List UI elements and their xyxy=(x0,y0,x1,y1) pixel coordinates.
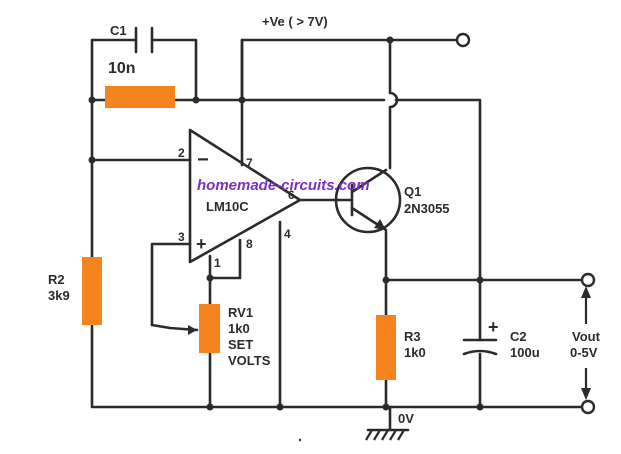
vout-arrow xyxy=(581,286,591,400)
c2-plus: + xyxy=(488,317,499,337)
q1-part: 2N3055 xyxy=(404,201,450,216)
pin-8-label: 8 xyxy=(246,237,253,251)
vout-terminal-bottom xyxy=(580,399,596,415)
vout-terminal-top xyxy=(580,272,596,288)
supply-label: +Ve ( > 7V) xyxy=(262,14,328,29)
resistor-r2 xyxy=(82,257,102,325)
opamp-minus: − xyxy=(197,149,209,171)
c2-value: 100u xyxy=(510,345,540,360)
r3-name: R3 xyxy=(404,329,421,344)
vout-range: 0-5V xyxy=(570,345,598,360)
pin-1-label: 1 xyxy=(214,256,221,270)
rv1-value: 1k0 xyxy=(228,321,250,336)
r2-name: R2 xyxy=(48,272,65,287)
r2-value: 3k9 xyxy=(48,288,70,303)
rv1-desc-volts: VOLTS xyxy=(228,353,271,368)
vout-label: Vout xyxy=(572,329,601,344)
wires xyxy=(90,38,592,441)
ground-label: 0V xyxy=(398,411,414,426)
potentiometer-rv1 xyxy=(199,304,220,353)
pin-3-label: 3 xyxy=(178,230,185,244)
q1-name: Q1 xyxy=(404,184,421,199)
feedback-resistor xyxy=(105,86,175,108)
c1-value: 10n xyxy=(108,60,136,77)
opamp-plus: + xyxy=(196,234,207,254)
pin-6-label: 6 xyxy=(288,188,295,202)
capacitor-c2 xyxy=(462,338,498,356)
rv1-desc-set: SET xyxy=(228,337,253,352)
opamp-label: LM10C xyxy=(206,199,249,214)
junction-dots xyxy=(88,36,484,442)
r3-value: 1k0 xyxy=(404,345,426,360)
pin-4-label: 4 xyxy=(284,227,291,241)
transistor-q1 xyxy=(334,166,402,234)
pin-7-label: 7 xyxy=(246,156,253,170)
opamp-lm10c xyxy=(188,128,302,264)
rv1-wiper-arrow xyxy=(188,325,197,335)
supply-terminal xyxy=(455,32,471,48)
rv1-name: RV1 xyxy=(228,305,253,320)
c1-name: C1 xyxy=(110,23,127,38)
pin-2-label: 2 xyxy=(178,146,185,160)
watermark-text: homemade-circuits.com xyxy=(197,177,370,194)
capacitor-c1 xyxy=(134,26,154,54)
resistor-r3 xyxy=(376,315,396,380)
c2-name: C2 xyxy=(510,329,527,344)
